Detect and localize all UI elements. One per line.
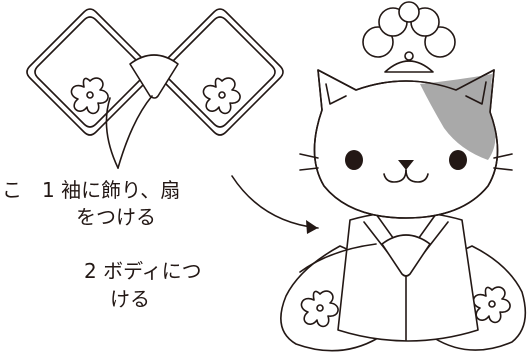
arrowhead: [306, 220, 318, 234]
pointer-line-step2: [299, 243, 377, 273]
pointer-line-step1: [117, 95, 153, 169]
flower-icon: [202, 77, 241, 115]
step2-label-line1: 2 ボディにつ: [84, 259, 202, 283]
step1-label-line2: をつける: [76, 205, 156, 229]
cat-face-icon: [299, 69, 513, 219]
sleeve-left: [26, 8, 154, 136]
kimono-body: [337, 211, 479, 342]
arrow-to-body: [231, 175, 319, 229]
sleeve-right: [156, 8, 284, 136]
fan-icon: [381, 234, 431, 277]
label-cut-left: こ: [2, 178, 22, 202]
flower-icon: [70, 77, 109, 115]
crown-icon: [362, 1, 456, 73]
pointer-line-step1: [105, 97, 119, 169]
fan-icon: [129, 54, 179, 99]
step1-label-line1: 1 袖に飾り、扇: [42, 178, 180, 202]
step2-label-line2: ける: [110, 287, 150, 311]
